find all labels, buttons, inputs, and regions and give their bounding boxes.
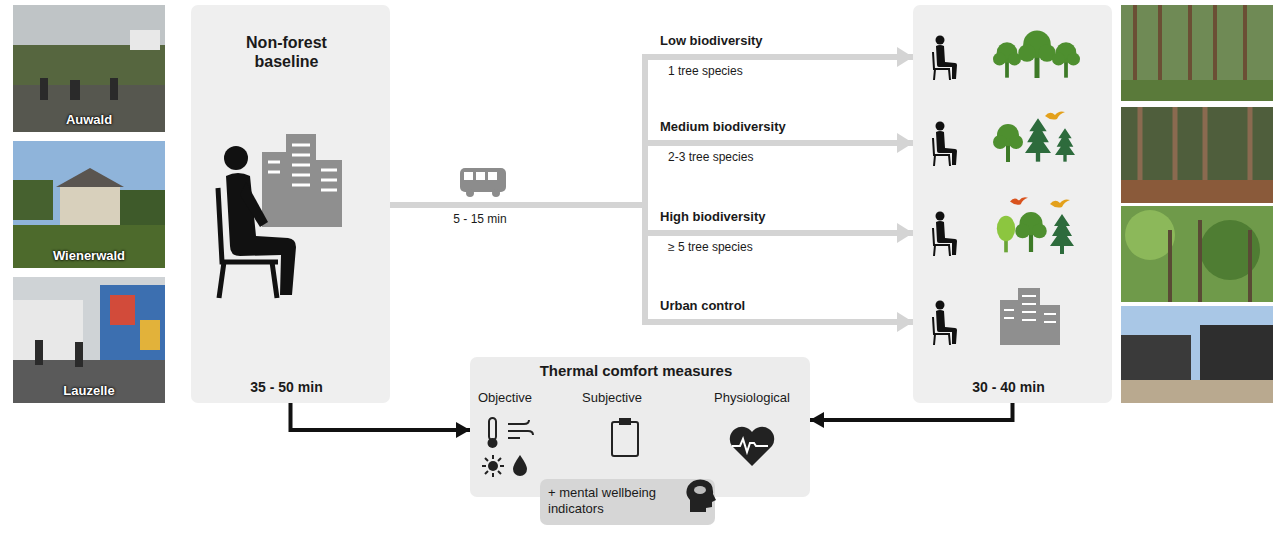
condition-label: Urban control bbox=[660, 298, 745, 314]
box-text: + mental wellbeing indicators bbox=[548, 485, 680, 516]
species-count: 1 tree species bbox=[668, 64, 848, 78]
duration-label: 35 - 50 min bbox=[191, 379, 382, 396]
measure-type: Physiological bbox=[702, 390, 802, 406]
heart-icon bbox=[730, 427, 774, 466]
flow-arrow bbox=[390, 205, 913, 233]
flow-arrow bbox=[390, 205, 913, 322]
forest-photo bbox=[1121, 107, 1273, 203]
species-count: ≥ 5 tree species bbox=[668, 240, 848, 254]
clipboard-icon bbox=[612, 418, 638, 456]
measure-type: Objective bbox=[470, 390, 540, 406]
forest-photo bbox=[1121, 5, 1273, 101]
condition-label: High biodiversity bbox=[660, 209, 765, 225]
brain-icon bbox=[686, 480, 716, 512]
condition-panel: 30 - 40 min bbox=[913, 5, 1112, 403]
box-heading: Thermal comfort measures bbox=[470, 362, 802, 380]
measure-type: Subjective bbox=[572, 390, 652, 406]
species-count: 2-3 tree species bbox=[668, 150, 848, 164]
person-icon bbox=[218, 146, 296, 298]
site-photo bbox=[13, 277, 165, 403]
wellbeing-box: + mental wellbeing indicators bbox=[540, 479, 715, 525]
objective-icons bbox=[482, 418, 533, 477]
flow-arrow bbox=[810, 403, 1013, 420]
condition-panel-ground bbox=[913, 5, 1112, 403]
site-photo bbox=[13, 5, 165, 132]
baseline-panel-ground bbox=[191, 5, 390, 403]
duration-label: 30 - 40 min bbox=[913, 379, 1104, 396]
panel-heading: Non-forest baseline bbox=[226, 33, 347, 71]
baseline-panel: Non-forest baseline 35 - 50 min bbox=[191, 5, 390, 403]
urban-photo bbox=[1121, 306, 1273, 403]
measures-box: Thermal comfort measuresObjective Subject… bbox=[470, 357, 810, 497]
site-photo bbox=[13, 141, 165, 268]
site-name: Lauzelle bbox=[13, 383, 165, 399]
measures-box-ground bbox=[470, 357, 810, 497]
forest-photo bbox=[1121, 206, 1273, 302]
travel-time: 5 - 15 min bbox=[440, 212, 520, 226]
panel-grounds bbox=[191, 5, 1112, 525]
city-icon bbox=[262, 134, 342, 227]
bus-icon bbox=[460, 168, 506, 197]
flow-arrow bbox=[291, 403, 471, 430]
condition-label: Medium biodiversity bbox=[660, 119, 786, 135]
flow-arrow bbox=[390, 57, 913, 205]
wellbeing-box-ground bbox=[540, 479, 715, 525]
site-name: Wienerwald bbox=[13, 248, 165, 264]
condition-label: Low biodiversity bbox=[660, 33, 763, 49]
site-name: Auwald bbox=[13, 112, 165, 128]
row-icons bbox=[933, 31, 1080, 346]
flow-arrow bbox=[390, 143, 913, 205]
